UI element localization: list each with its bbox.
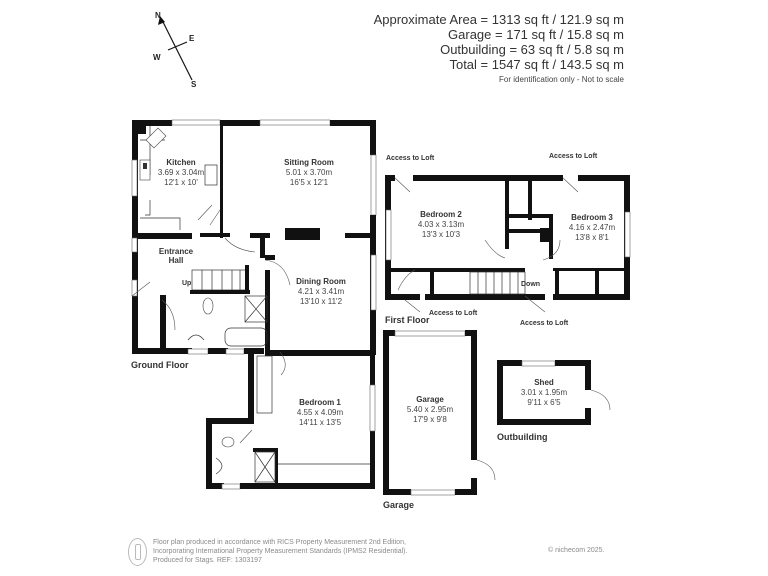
compass-s: S <box>191 80 197 89</box>
svg-text:17'9 x 9'8: 17'9 x 9'8 <box>413 415 447 424</box>
svg-text:Garage: Garage <box>416 395 444 404</box>
svg-text:Entrance: Entrance <box>159 247 194 256</box>
svg-text:13'8 x 8'1: 13'8 x 8'1 <box>575 233 609 242</box>
svg-text:3.01 x 1.95m: 3.01 x 1.95m <box>521 388 568 397</box>
ground-floor-plan <box>131 119 377 490</box>
room-label-shed: Shed 3.01 x 1.95m 9'11 x 6'5 <box>521 378 568 407</box>
approximate-area: Approximate Area = 1313 sq ft / 121.9 sq… <box>373 12 624 27</box>
loft-access-note-3: Access to Loft <box>429 310 478 317</box>
svg-text:9'11 x 6'5: 9'11 x 6'5 <box>527 398 561 407</box>
outbuilding-plan <box>497 360 611 425</box>
footer-line-2: Incorporating International Property Mea… <box>153 548 408 555</box>
svg-text:14'11 x 13'5: 14'11 x 13'5 <box>299 418 342 427</box>
floor-label-ground: Ground Floor <box>131 360 189 370</box>
room-label-entrance-hall: Entrance Hall <box>159 247 194 265</box>
room-label-bedroom-1: Bedroom 1 4.55 x 4.09m 14'11 x 13'5 <box>297 398 344 427</box>
area-summary: Approximate Area = 1313 sq ft / 121.9 sq… <box>374 12 624 86</box>
svg-text:16'5 x 12'1: 16'5 x 12'1 <box>290 178 329 187</box>
stairs-down-label: Down <box>521 281 540 288</box>
copyright: © nichecom 2025. <box>548 547 605 554</box>
svg-text:Hall: Hall <box>169 256 184 265</box>
scale-disclaimer: For identification only - Not to scale <box>499 75 624 84</box>
outbuilding-area: Outbuilding = 63 sq ft / 5.8 sq m <box>440 42 624 57</box>
svg-text:3.69 x 3.04m: 3.69 x 3.04m <box>158 168 205 177</box>
compass-n: N <box>155 11 161 20</box>
svg-text:13'10 x 11'2: 13'10 x 11'2 <box>300 297 343 306</box>
svg-text:5.01 x 3.70m: 5.01 x 3.70m <box>286 168 333 177</box>
room-label-bedroom-2: Bedroom 2 4.03 x 3.13m 13'3 x 10'3 <box>418 210 465 239</box>
compass-w: W <box>153 53 161 62</box>
svg-text:Dining Room: Dining Room <box>296 277 346 286</box>
loft-access-note-4: Access to Loft <box>520 320 569 327</box>
room-label-sitting-room: Sitting Room 5.01 x 3.70m 16'5 x 12'1 <box>284 158 334 187</box>
first-floor-plan <box>385 175 631 313</box>
svg-text:5.40 x 2.95m: 5.40 x 2.95m <box>407 405 454 414</box>
svg-text:4.55 x 4.09m: 4.55 x 4.09m <box>297 408 344 417</box>
svg-text:4.21 x 3.41m: 4.21 x 3.41m <box>298 287 345 296</box>
footer: Floor plan produced in accordance with R… <box>128 538 605 566</box>
room-label-garage: Garage 5.40 x 2.95m 17'9 x 9'8 <box>407 395 454 424</box>
footer-line-1: Floor plan produced in accordance with R… <box>153 539 406 546</box>
svg-text:Bedroom 1: Bedroom 1 <box>299 398 341 407</box>
garage-plan <box>383 330 496 496</box>
rics-logo-icon <box>128 538 147 566</box>
svg-text:12'1 x 10': 12'1 x 10' <box>164 178 198 187</box>
floor-label-garage: Garage <box>383 500 414 510</box>
svg-text:4.16 x 2.47m: 4.16 x 2.47m <box>569 223 616 232</box>
svg-text:Shed: Shed <box>534 378 554 387</box>
svg-text:Kitchen: Kitchen <box>166 158 195 167</box>
svg-text:Bedroom 2: Bedroom 2 <box>420 210 462 219</box>
floor-label-first: First Floor <box>385 315 430 325</box>
room-label-kitchen: Kitchen 3.69 x 3.04m 12'1 x 10' <box>158 158 205 187</box>
svg-text:Sitting Room: Sitting Room <box>284 158 334 167</box>
stairs-up-label: Up <box>182 280 191 287</box>
svg-text:Bedroom 3: Bedroom 3 <box>571 213 613 222</box>
compass-rose: N E W S <box>153 11 197 89</box>
loft-access-note-2: Access to Loft <box>549 153 598 160</box>
floor-label-outbuilding: Outbuilding <box>497 432 547 442</box>
svg-text:4.03 x 3.13m: 4.03 x 3.13m <box>418 220 465 229</box>
total-area: Total = 1547 sq ft / 143.5 sq m <box>449 57 624 72</box>
loft-access-note-1: Access to Loft <box>386 155 435 162</box>
compass-e: E <box>189 34 195 43</box>
room-label-bedroom-3: Bedroom 3 4.16 x 2.47m 13'8 x 8'1 <box>569 213 616 242</box>
svg-text:13'3 x 10'3: 13'3 x 10'3 <box>422 230 461 239</box>
footer-line-3: Produced for Stags. REF: 1303197 <box>153 557 262 564</box>
garage-area: Garage = 171 sq ft / 15.8 sq m <box>448 27 624 42</box>
room-label-dining-room: Dining Room 4.21 x 3.41m 13'10 x 11'2 <box>296 277 346 306</box>
